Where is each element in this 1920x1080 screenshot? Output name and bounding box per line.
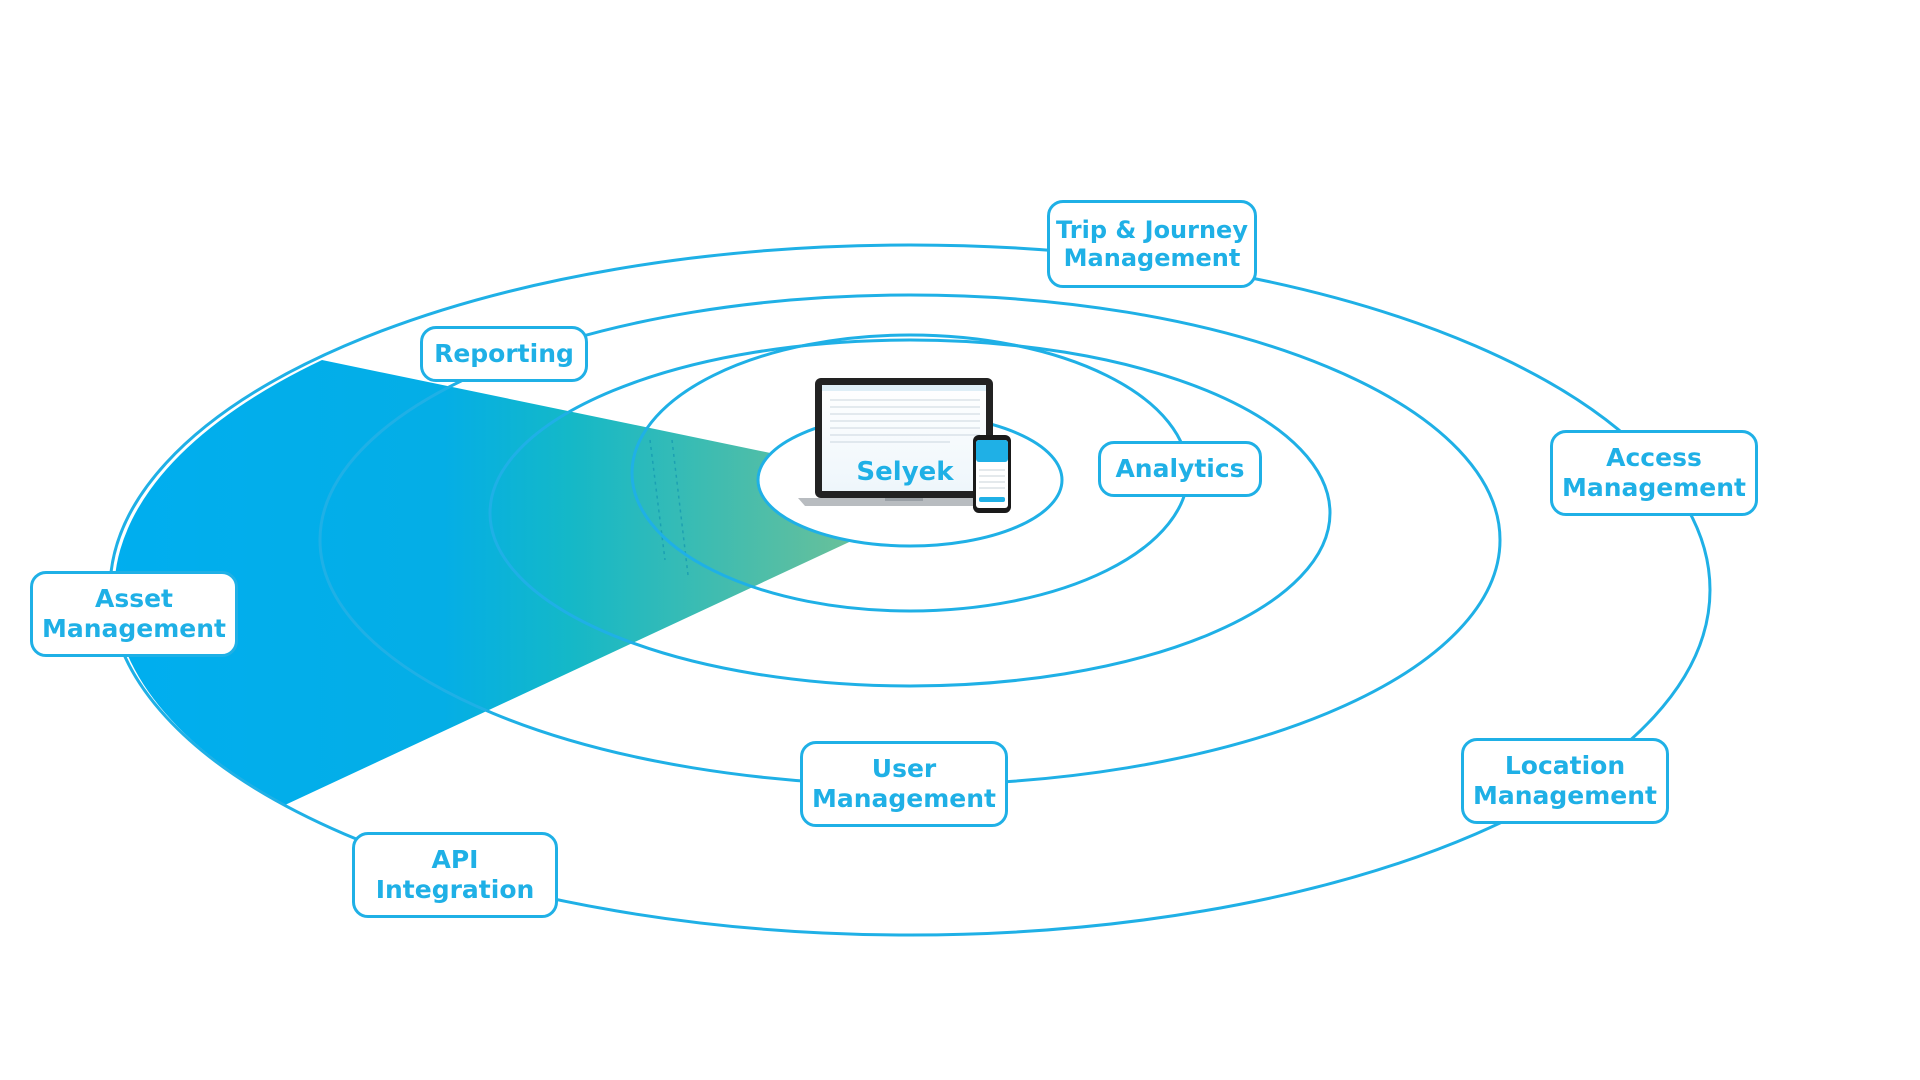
label-line: Analytics — [1115, 454, 1245, 483]
label-line: Integration — [375, 875, 535, 904]
label-api-integration[interactable]: API Integration — [352, 832, 558, 918]
label-line: Access — [1606, 443, 1702, 472]
label-line: Reporting — [434, 339, 574, 368]
ring-3 — [488, 338, 1332, 688]
label-line: Trip & Journey — [1056, 216, 1248, 244]
label-asset-management[interactable]: Asset Management — [30, 571, 238, 657]
label-analytics[interactable]: Analytics — [1098, 441, 1262, 497]
sector-dotted-line — [671, 439, 689, 576]
label-line: Management — [1063, 244, 1241, 272]
label-line: Management — [1561, 473, 1747, 502]
laptop-icon — [798, 378, 1010, 506]
label-reporting[interactable]: Reporting — [420, 326, 588, 382]
label-user-management[interactable]: User Management — [800, 741, 1008, 827]
asset-management-sector — [114, 360, 861, 805]
label-line: Asset — [94, 584, 173, 613]
label-access-management[interactable]: Access Management — [1550, 430, 1758, 516]
label-line: User — [871, 754, 937, 783]
phone-icon — [973, 435, 1011, 513]
label-line: Management — [41, 614, 227, 643]
label-line: Location — [1504, 751, 1626, 780]
label-line: Management — [811, 784, 997, 813]
label-line: Management — [1472, 781, 1658, 810]
brand-logo: Selyek — [856, 457, 954, 487]
label-location-management[interactable]: Location Management — [1461, 738, 1669, 824]
label-line: API — [431, 845, 479, 874]
sector-dotted-line — [649, 439, 666, 561]
label-trip-journey-management[interactable]: Trip & Journey Management — [1047, 200, 1257, 288]
